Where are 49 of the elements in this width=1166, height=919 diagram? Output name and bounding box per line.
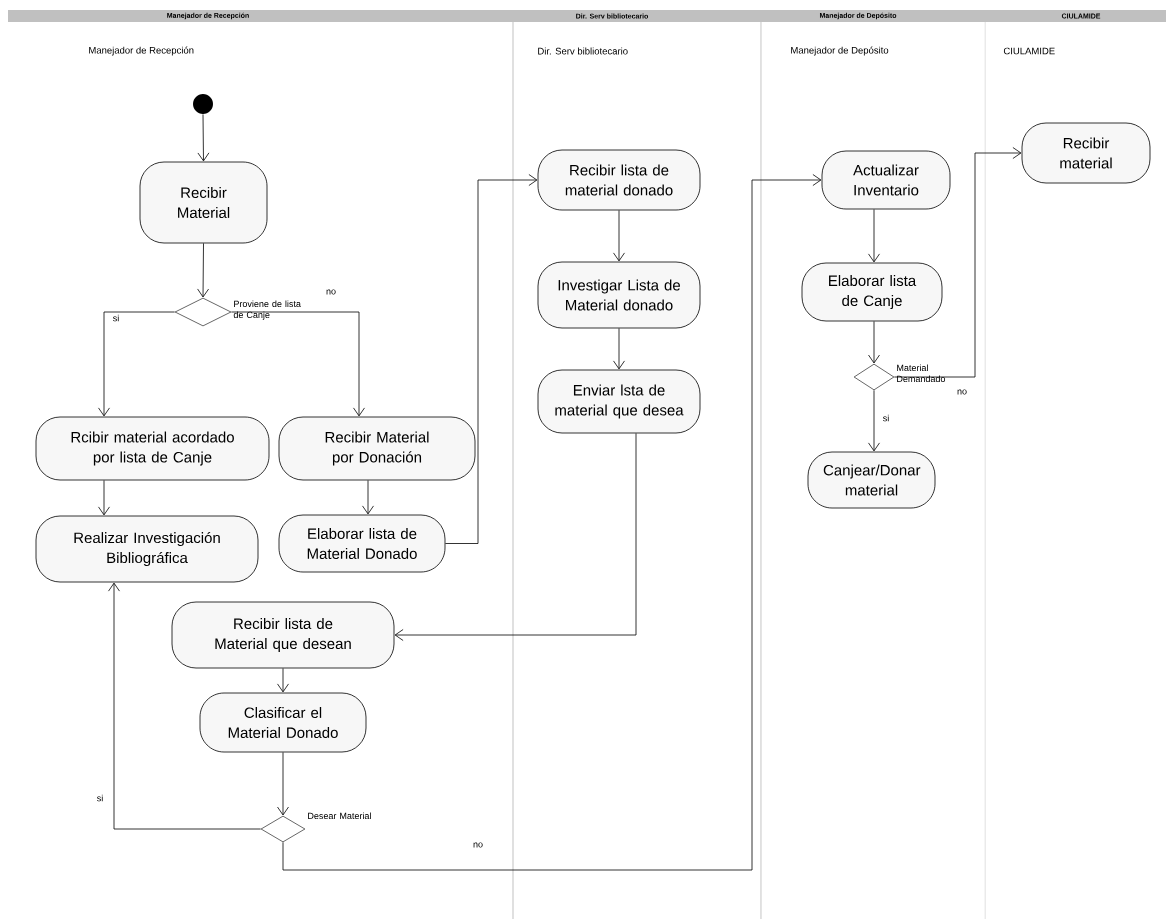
activity-box: Recibir material <box>1021 122 1151 184</box>
activity-box: Recibir Material <box>139 161 268 244</box>
edge-label: no <box>325 288 337 296</box>
activity-box: Elaborar lista de Material Donado <box>278 514 446 573</box>
arrow <box>197 114 210 162</box>
activity-box: Investigar Lista de Material donado <box>537 261 701 329</box>
arrow <box>893 147 1022 378</box>
edge-label: si <box>881 413 891 423</box>
edge-label: si <box>111 313 121 323</box>
lane-title: Manejador de Depósito <box>791 46 889 56</box>
decision-label: Desear Material <box>308 812 371 820</box>
lane-title: Dir. Serv bibliotecario <box>538 47 628 55</box>
decision-diamond <box>174 297 232 327</box>
edge-label: si <box>95 793 105 803</box>
decision-label: Material Demandado <box>897 364 946 382</box>
activity-box: Canjear/Donar material <box>807 451 936 509</box>
activity-box: Elaborar lista de Canje <box>801 262 943 322</box>
activity-box: Actualizar Inventario <box>821 150 951 210</box>
arrow <box>98 311 176 417</box>
arrow <box>230 311 365 417</box>
edge-label: no <box>472 841 484 849</box>
decision-diamond <box>260 815 306 843</box>
arrow <box>868 209 880 263</box>
activity-box: Recibir lista de material donado <box>537 149 701 211</box>
arrow <box>98 480 110 516</box>
activity-box: Rcibir material acordado por lista de Canje <box>35 416 270 481</box>
activity-box: Recibir lista de Material que desean <box>171 601 395 669</box>
arrow <box>868 389 880 452</box>
activity-box: Enviar lsta de material que desea <box>537 369 701 434</box>
arrow <box>108 582 262 830</box>
decision-label: Proviene de lista de Canje <box>233 300 301 320</box>
arrow <box>197 243 209 298</box>
activity-box: Clasificar el Material Donado <box>199 692 367 753</box>
arrow <box>277 752 289 816</box>
lane-title: CIULAMIDE <box>1003 47 1055 55</box>
arrow <box>445 174 538 544</box>
arrow <box>613 210 625 262</box>
decision-diamond <box>853 363 895 391</box>
arrow <box>277 668 289 693</box>
activity-box: Realizar Investigación Bibliográfica <box>35 515 259 583</box>
activity-box: Recibir Material por Donación <box>278 416 476 481</box>
arrow <box>613 328 625 370</box>
arrow <box>362 480 374 515</box>
arrow <box>282 174 822 871</box>
arrow <box>868 321 880 364</box>
edge-label: no <box>956 388 968 396</box>
arrow <box>394 433 637 641</box>
start-dot <box>193 94 213 114</box>
lane-title: Manejador de Recepción <box>89 46 194 56</box>
